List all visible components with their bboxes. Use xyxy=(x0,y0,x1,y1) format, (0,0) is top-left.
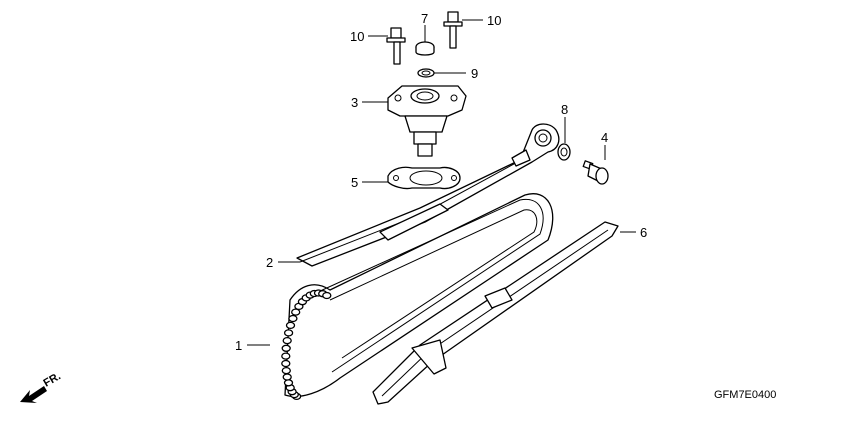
flange-bolt-left xyxy=(386,27,406,65)
callout-7: 7 xyxy=(421,11,428,26)
chain-link xyxy=(291,308,301,316)
chain-link xyxy=(283,379,294,387)
washer xyxy=(557,143,571,161)
chain-link xyxy=(288,314,298,323)
tensioner-lifter xyxy=(387,85,467,157)
lifter-gasket xyxy=(387,166,461,190)
chain-link xyxy=(282,373,292,381)
callout-2: 2 xyxy=(266,255,273,270)
front-direction-marker: FR. xyxy=(20,370,63,403)
callout-10-right: 10 xyxy=(487,13,501,28)
chain-guide xyxy=(372,221,619,405)
flange-bolt-right xyxy=(443,11,463,49)
front-label: FR. xyxy=(42,370,63,389)
chain-link xyxy=(322,291,332,300)
callout-4: 4 xyxy=(601,130,608,145)
callout-5: 5 xyxy=(351,175,358,190)
o-ring xyxy=(417,68,435,78)
callout-10-left: 10 xyxy=(350,29,364,44)
callout-6: 6 xyxy=(640,225,647,240)
callout-3: 3 xyxy=(351,95,358,110)
chain-link xyxy=(281,366,291,375)
diagram-code: GFM7E0400 xyxy=(714,389,776,401)
front-arrow-icon xyxy=(20,386,47,403)
callout-8: 8 xyxy=(561,102,568,117)
leader-lines xyxy=(247,19,636,346)
callout-1: 1 xyxy=(235,338,242,353)
chain-link xyxy=(283,329,294,337)
chain-link xyxy=(281,344,291,352)
sealing-bolt xyxy=(582,160,609,185)
chain-link xyxy=(281,352,291,360)
callout-9: 9 xyxy=(471,66,478,81)
chain-link xyxy=(282,336,292,345)
cam-chain xyxy=(281,193,554,401)
lifter-plug xyxy=(415,41,435,56)
chain-link xyxy=(281,359,291,368)
chain-link xyxy=(285,321,296,330)
tensioner-slipper xyxy=(296,123,560,267)
